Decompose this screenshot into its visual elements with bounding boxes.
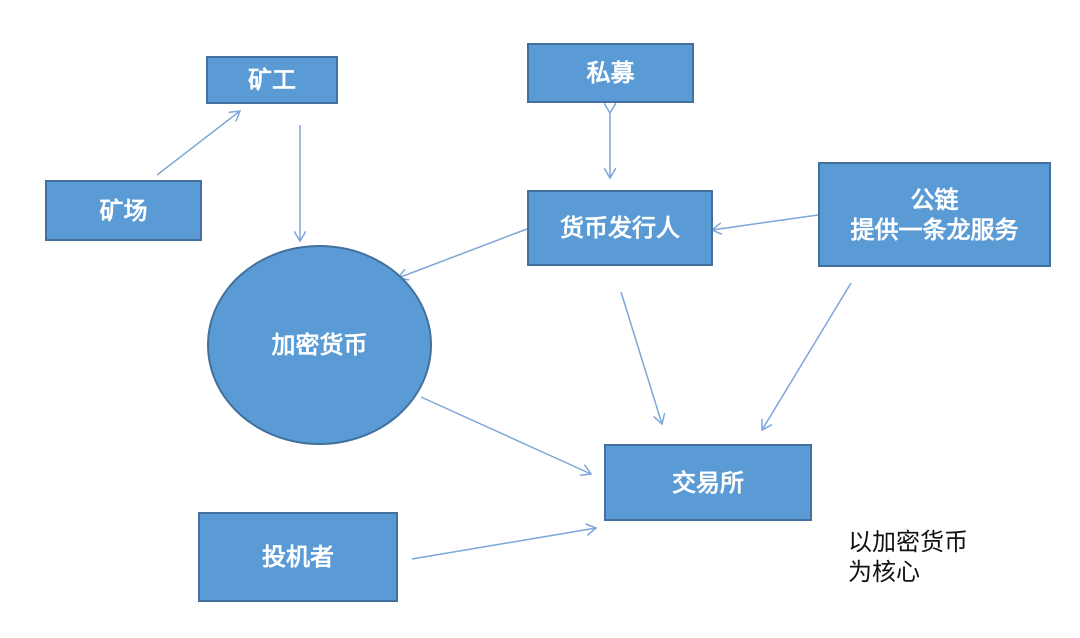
node-public-chain-line2: 提供一条龙服务 (850, 215, 1019, 244)
node-investor-label: 投机者 (262, 543, 334, 571)
arrow-investor-to-exchange (411, 528, 596, 560)
arrow-public-chain-to-issuer (712, 214, 819, 230)
arrow-mine-to-miner (156, 111, 240, 176)
arrow-issuer-to-exchange (620, 291, 662, 424)
node-public-chain-line1: 公链 (910, 185, 959, 214)
node-private-placement-label: 私募 (586, 59, 635, 87)
node-crypto-label: 加密货币 (271, 331, 368, 359)
node-mine: 矿场 (45, 180, 202, 241)
core-note-line2: 为核心 (848, 558, 920, 586)
node-miner-label: 矿工 (248, 66, 296, 94)
node-private-placement: 私募 (527, 43, 694, 103)
node-investor: 投机者 (198, 512, 398, 602)
node-issuer-label: 货币发行人 (560, 214, 680, 242)
node-issuer: 货币发行人 (527, 190, 713, 266)
arrow-public-chain-to-exchange (762, 282, 852, 430)
node-miner: 矿工 (206, 56, 338, 104)
core-note: 以加密货币 为核心 (848, 527, 968, 587)
node-exchange-label: 交易所 (672, 468, 744, 497)
arrow-crypto-to-exchange (420, 396, 591, 474)
node-mine-label: 矿场 (99, 196, 148, 225)
node-exchange: 交易所 (604, 444, 812, 521)
arrow-issuer-to-crypto (398, 228, 528, 278)
core-note-line1: 以加密货币 (848, 528, 968, 556)
node-crypto: 加密货币 (207, 245, 432, 445)
node-public-chain: 公链 提供一条龙服务 (818, 162, 1051, 267)
